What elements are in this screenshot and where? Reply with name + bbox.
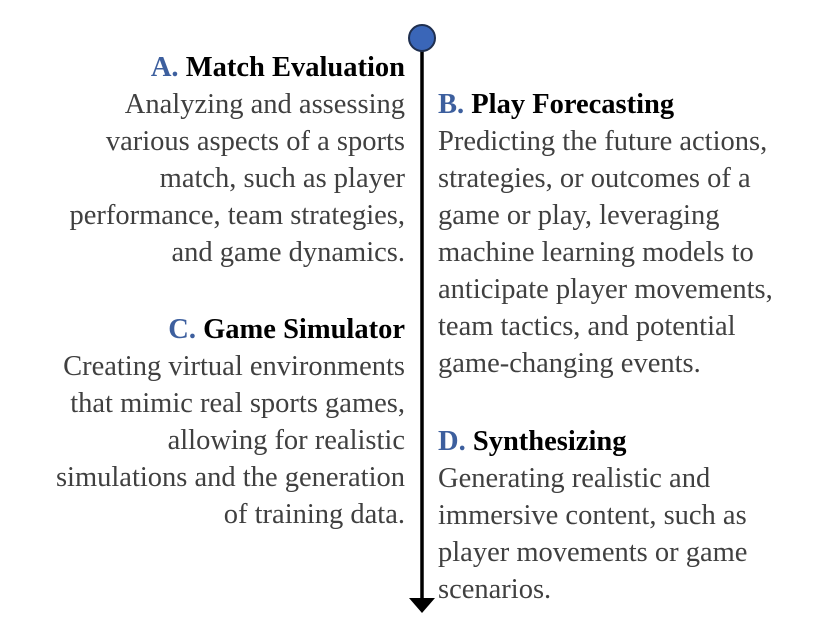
item-game-simulator: C. Game Simulator Creating virtual envir… (5, 311, 405, 533)
description-line: performance, team strategies, (69, 200, 405, 231)
description-line: Predicting the future actions, (438, 126, 768, 157)
description-line: Creating virtual environments (63, 351, 405, 382)
item-heading: B. Play Forecasting (438, 86, 818, 123)
description-line: game or play, leveraging (438, 200, 720, 231)
item-heading: A. Match Evaluation (5, 49, 405, 86)
item-title: Play Forecasting (471, 89, 675, 120)
description-line: of training data. (223, 499, 405, 530)
item-description: Generating realistic and immersive conte… (438, 460, 818, 608)
item-letter: C. (168, 314, 197, 345)
description-line: and game dynamics. (171, 237, 405, 268)
timeline-start-dot (408, 24, 436, 52)
description-line: that mimic real sports games, (70, 388, 405, 419)
description-line: game-changing events. (438, 348, 701, 379)
item-description: Creating virtual environments that mimic… (5, 348, 405, 533)
item-match-evaluation: A. Match Evaluation Analyzing and assess… (5, 49, 405, 271)
description-line: allowing for realistic (167, 425, 405, 456)
item-letter: B. (438, 89, 465, 120)
item-letter: D. (438, 426, 466, 457)
description-line: Generating realistic and (438, 463, 711, 494)
item-title: Game Simulator (203, 314, 405, 345)
item-description: Analyzing and assessing various aspects … (5, 86, 405, 271)
description-line: scenarios. (438, 574, 552, 605)
description-line: Analyzing and assessing (124, 89, 405, 120)
item-title: Synthesizing (472, 426, 627, 457)
item-heading: C. Game Simulator (5, 311, 405, 348)
item-synthesizing: D. Synthesizing Generating realistic and… (438, 423, 818, 608)
description-line: machine learning models to (438, 237, 754, 268)
timeline-arrowhead (409, 598, 435, 613)
description-line: simulations and the generation (55, 462, 405, 493)
item-description: Predicting the future actions, strategie… (438, 123, 818, 382)
description-line: player movements or game (438, 537, 748, 568)
item-title: Match Evaluation (185, 52, 405, 83)
description-line: team tactics, and potential (438, 311, 736, 342)
description-line: anticipate player movements, (438, 274, 773, 305)
description-line: strategies, or outcomes of a (438, 163, 751, 194)
item-letter: A. (150, 52, 179, 83)
item-play-forecasting: B. Play Forecasting Predicting the futur… (438, 86, 818, 382)
item-heading: D. Synthesizing (438, 423, 818, 460)
description-line: match, such as player (159, 163, 405, 194)
description-line: immersive content, such as (438, 500, 747, 531)
description-line: various aspects of a sports (105, 126, 405, 157)
